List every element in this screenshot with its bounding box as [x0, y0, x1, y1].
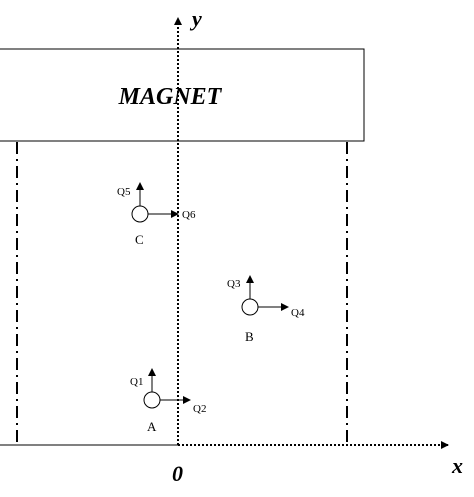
particle-c-label: C: [135, 232, 144, 247]
particle-a: Q1 Q2 A: [130, 368, 206, 434]
particle-c: Q5 Q6 C: [117, 182, 196, 247]
particle-a-circle: [143, 391, 161, 409]
particle-a-q-vertical: Q1: [130, 376, 143, 388]
x-axis-label: x: [451, 453, 463, 478]
particle-c-q-vertical: Q5: [117, 186, 131, 198]
particle-b-q-vertical: Q3: [227, 278, 241, 290]
particle-b: Q3 Q4 B: [227, 275, 305, 344]
magnet-label: MAGNET: [118, 84, 223, 110]
particle-a-q-horizontal: Q2: [193, 403, 206, 415]
y-axis-label: y: [189, 6, 202, 31]
origin-label: 0: [172, 461, 183, 486]
particle-a-label: A: [147, 419, 157, 434]
particle-b-label: B: [245, 329, 254, 344]
particle-b-circle: [241, 298, 259, 316]
magnet-block: [0, 48, 365, 142]
particle-b-q-horizontal: Q4: [291, 307, 305, 319]
particle-c-q-horizontal: Q6: [182, 209, 196, 221]
particle-c-circle: [131, 205, 149, 223]
